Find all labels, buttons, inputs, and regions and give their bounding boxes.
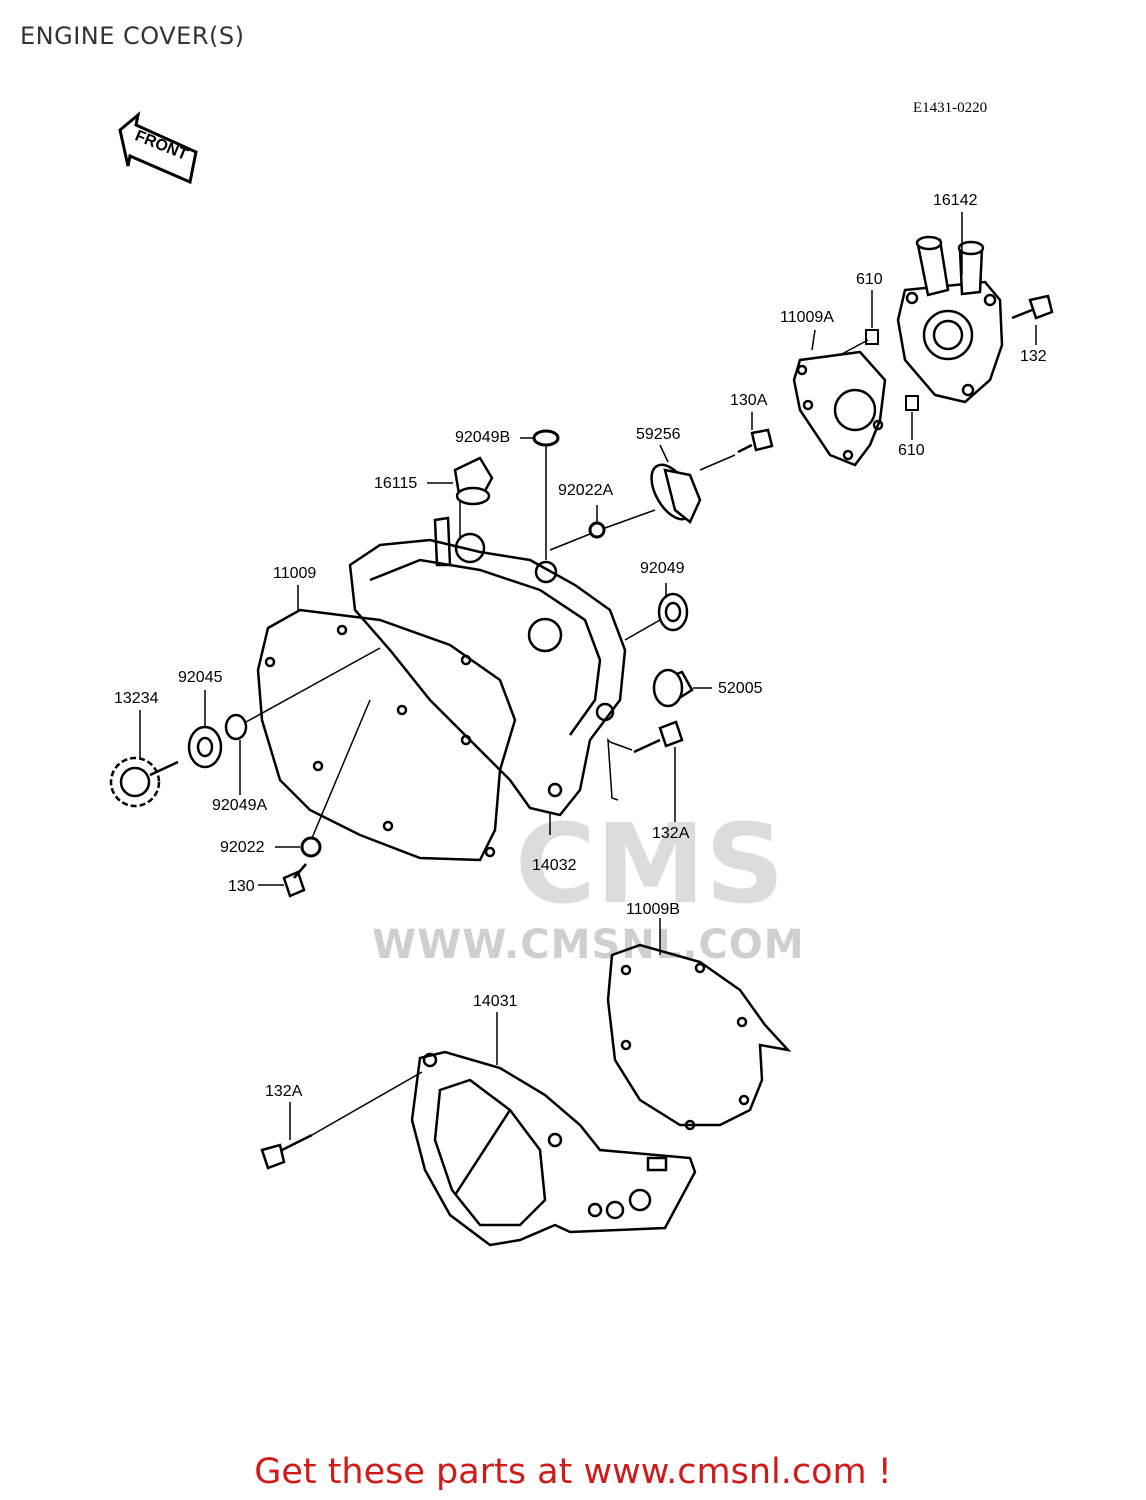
bolt-132A bbox=[260, 1133, 313, 1170]
part-label: 610 bbox=[856, 271, 883, 288]
part-label: 92049 bbox=[640, 560, 685, 577]
part-label: 92022 bbox=[220, 839, 265, 856]
dowel-pin bbox=[865, 329, 879, 345]
part-label: 13234 bbox=[114, 690, 159, 707]
washer-92022A bbox=[588, 521, 606, 539]
part-label: 130A bbox=[730, 392, 768, 409]
oil-seal-92049B bbox=[532, 429, 560, 447]
page-title: ENGINE COVER(S) bbox=[20, 22, 245, 50]
parts-diagram: FRONT bbox=[109, 111, 1054, 1247]
front-arrow-icon: FRONT bbox=[118, 111, 198, 185]
part-label: 132 bbox=[1020, 348, 1047, 365]
dowel-pin bbox=[905, 395, 919, 411]
water-pump-cover bbox=[896, 235, 1004, 404]
part-label: 16142 bbox=[933, 192, 978, 209]
part-label: 132A bbox=[652, 825, 690, 842]
part-label: 16115 bbox=[374, 475, 418, 492]
bearing-92045 bbox=[187, 725, 223, 769]
clutch-cover-gasket bbox=[256, 608, 517, 862]
part-label: 132A bbox=[265, 1083, 303, 1100]
part-label: 92022A bbox=[558, 482, 614, 499]
part-label: 610 bbox=[898, 442, 925, 459]
part-label: 130 bbox=[228, 878, 255, 895]
footer-call-to-action[interactable]: Get these parts at www.cmsnl.com ! bbox=[254, 1452, 892, 1492]
part-label: 11009A bbox=[780, 309, 834, 326]
diagram-code: E1431-0220 bbox=[913, 100, 988, 116]
washer-92022 bbox=[300, 836, 322, 858]
bolt-132 bbox=[1011, 294, 1054, 320]
bolt-130A bbox=[737, 428, 774, 454]
bolt-130 bbox=[282, 863, 307, 898]
pump-gasket bbox=[792, 350, 887, 467]
part-label: 92049B bbox=[455, 429, 511, 446]
part-label: 52005 bbox=[718, 680, 763, 697]
impeller bbox=[650, 463, 702, 524]
part-label: 59256 bbox=[636, 426, 681, 443]
part-label: 11009 bbox=[273, 565, 317, 582]
filler-cap bbox=[453, 456, 494, 506]
part-label: 92049A bbox=[212, 797, 268, 814]
seal-92049A bbox=[224, 713, 248, 741]
watermark-text: WWW.CMSNL.COM bbox=[372, 922, 805, 968]
magneto-cover-gasket bbox=[606, 943, 792, 1131]
part-label: 11009B bbox=[626, 901, 680, 918]
leader-lines bbox=[139, 212, 1037, 1140]
bolt-132A bbox=[633, 720, 684, 754]
clutch-cover bbox=[348, 516, 627, 817]
watermark-logo: CMS bbox=[515, 800, 785, 928]
gear-13234 bbox=[109, 756, 179, 808]
part-label: 92045 bbox=[178, 669, 223, 686]
bearing-92049 bbox=[657, 592, 689, 632]
magneto-cover bbox=[410, 1050, 697, 1247]
cap-52005 bbox=[652, 668, 694, 708]
part-label: 14032 bbox=[532, 857, 577, 874]
part-label: 14031 bbox=[473, 993, 518, 1010]
